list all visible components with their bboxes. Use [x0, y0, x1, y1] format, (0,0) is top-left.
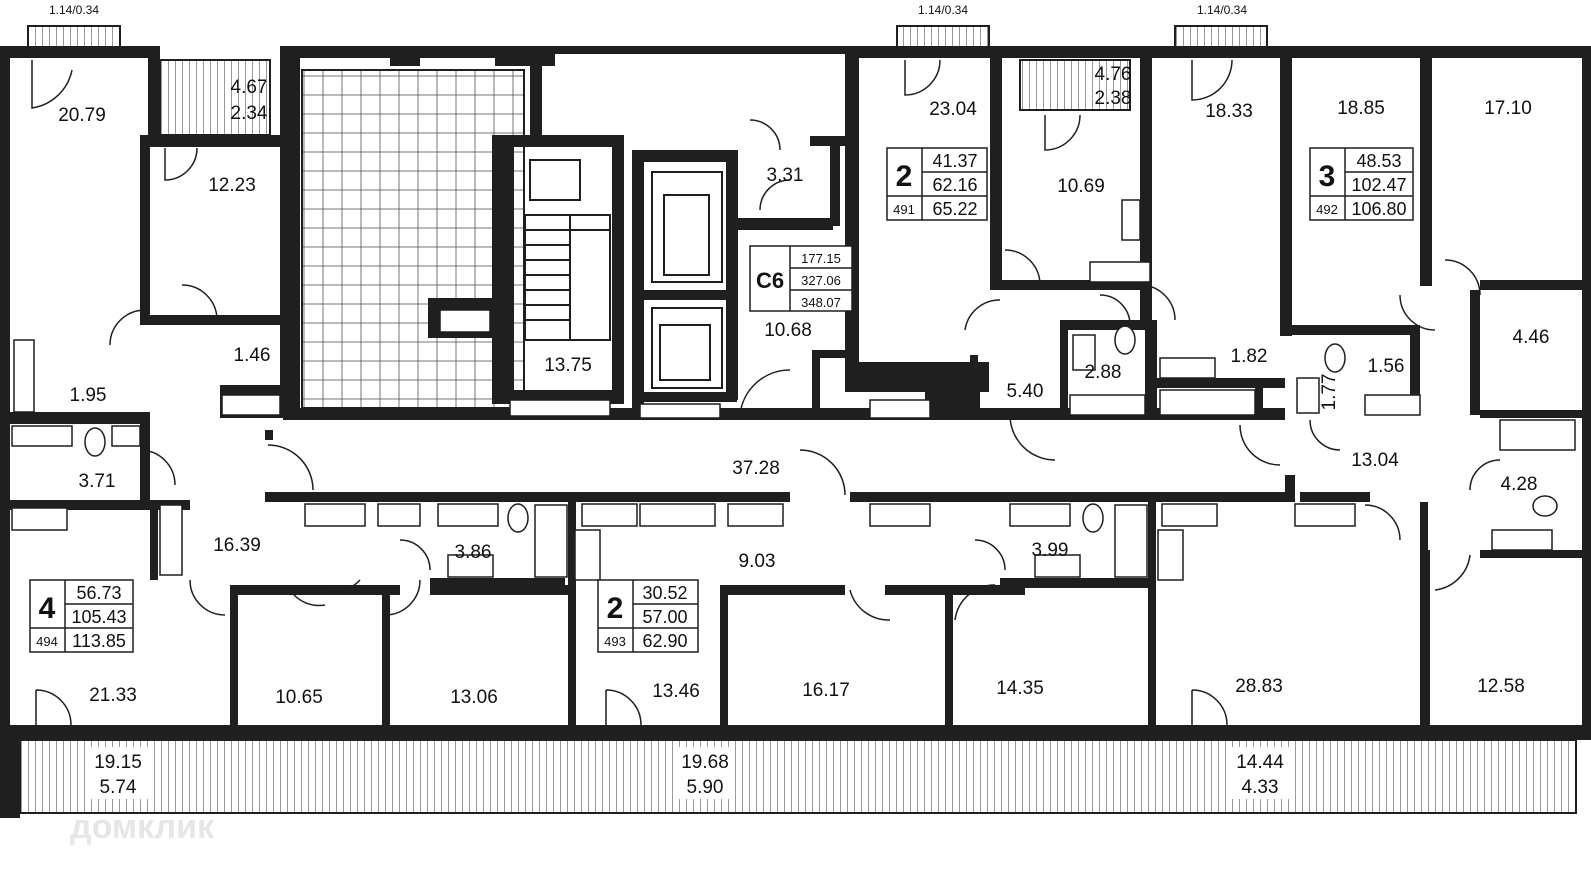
room-area: 3.99 [1032, 540, 1069, 561]
room-area: 1.82 [1231, 346, 1268, 367]
balcony-top-3-area: 1.14/0.34 [1197, 3, 1247, 17]
apartment-rooms: 2 [896, 160, 913, 193]
apartment-full-area: 62.90 [642, 631, 687, 651]
room-area: 18.85 [1337, 98, 1385, 119]
room-areas: 20.79 12.23 1.46 1.95 3.71 16.39 21.33 1… [58, 98, 1549, 708]
room-area: 3.31 [767, 165, 804, 186]
section-value: 348.07 [801, 295, 841, 310]
section-info-box: С6 177.15 327.06 348.07 [749, 245, 853, 312]
room-area: 13.75 [544, 355, 592, 376]
loggia-top-2 [1019, 59, 1131, 111]
balcony-top-1 [27, 25, 121, 49]
loggia-reduced-area: 5.90 [687, 777, 724, 798]
balcony-top-2 [896, 25, 990, 49]
room-area: 3.86 [455, 542, 492, 563]
apartment-rooms: 4 [39, 592, 56, 625]
room-area: 10.69 [1057, 176, 1105, 197]
apartment-total-area: 62.16 [932, 175, 977, 195]
fixtures [11, 199, 1576, 581]
room-area: 4.28 [1501, 474, 1538, 495]
apartment-living-area: 41.37 [932, 151, 977, 171]
apartment-info-491: 2 41.37 62.16 491 65.22 [886, 147, 988, 221]
terrace-tiles [301, 69, 525, 409]
balcony-top-2-area: 1.14/0.34 [918, 3, 968, 17]
loggia-reduced-area: 2.34 [231, 103, 268, 124]
room-area: 20.79 [58, 105, 106, 126]
apartment-full-area: 106.80 [1351, 199, 1406, 219]
room-area: 16.39 [213, 535, 261, 556]
room-area: 10.68 [764, 320, 812, 341]
room-area: 18.33 [1205, 101, 1253, 122]
loggia-reduced-area: 5.74 [100, 777, 137, 798]
loggia-reduced-area: 4.33 [1242, 777, 1279, 798]
room-area: 3.71 [79, 471, 116, 492]
apartment-number: 491 [893, 202, 915, 217]
walls [0, 46, 1591, 818]
apartment-total-area: 105.43 [71, 607, 126, 627]
room-area: 14.35 [996, 678, 1044, 699]
room-area: 1.46 [234, 345, 271, 366]
room-area: 1.77 [1319, 374, 1340, 411]
section-value: 177.15 [801, 251, 841, 266]
room-area: 5.40 [1007, 381, 1044, 402]
apartment-info-494: 4 56.73 105.43 494 113.85 [29, 579, 134, 653]
room-area: 2.88 [1085, 362, 1122, 383]
loggia-top-1 [159, 59, 271, 136]
apartment-number: 493 [604, 634, 626, 649]
room-area: 13.04 [1351, 450, 1399, 471]
room-area: 37.28 [732, 458, 780, 479]
balcony-top-1-area: 1.14/0.34 [49, 3, 99, 17]
room-area: 9.03 [739, 551, 776, 572]
apartment-info-492: 3 48.53 102.47 492 106.80 [1309, 147, 1414, 221]
room-area: 16.17 [802, 680, 850, 701]
loggia-bottom-strip [19, 739, 1577, 814]
loggia-area: 14.44 [1236, 752, 1284, 773]
section-value: 327.06 [801, 273, 841, 288]
room-area: 10.65 [275, 687, 323, 708]
apartment-full-area: 113.85 [72, 631, 126, 651]
apartment-number: 492 [1316, 202, 1338, 217]
room-area: 1.56 [1368, 356, 1405, 377]
doors [31, 59, 1501, 726]
room-area: 28.83 [1235, 676, 1283, 697]
balcony-top-3 [1174, 25, 1268, 49]
apartment-living-area: 56.73 [76, 583, 121, 603]
room-area: 12.23 [208, 175, 256, 196]
room-area: 23.04 [929, 99, 977, 120]
watermark: домклик [70, 808, 215, 846]
section-label: С6 [756, 268, 784, 293]
loggia-bottom-labels: 19.15 5.74 19.68 5.90 14.44 4.33 [88, 747, 1290, 799]
apartment-living-area: 30.52 [642, 583, 687, 603]
room-area: 4.46 [1513, 327, 1550, 348]
room-area: 12.58 [1477, 676, 1525, 697]
apartment-total-area: 57.00 [642, 607, 687, 627]
loggia-area: 4.76 [1095, 64, 1132, 85]
room-area: 1.95 [70, 385, 107, 406]
loggia-reduced-area: 2.38 [1095, 88, 1132, 109]
apartment-number: 494 [36, 634, 58, 649]
room-area: 21.33 [89, 685, 137, 706]
apartment-living-area: 48.53 [1356, 151, 1401, 171]
room-area: 17.10 [1484, 98, 1532, 119]
room-area: 13.46 [652, 681, 700, 702]
apartment-total-area: 102.47 [1351, 175, 1406, 195]
apartment-info-493: 2 30.52 57.00 493 62.90 [597, 579, 699, 653]
elevator-shafts [651, 171, 723, 389]
apartment-rooms: 3 [1319, 160, 1336, 193]
room-area: 13.06 [450, 687, 498, 708]
apartment-full-area: 65.22 [932, 199, 977, 219]
loggia-area: 4.67 [231, 77, 268, 98]
staircase [524, 159, 611, 341]
loggia-area: 19.68 [681, 752, 729, 773]
loggia-area: 19.15 [94, 752, 142, 773]
apartment-rooms: 2 [607, 592, 624, 625]
